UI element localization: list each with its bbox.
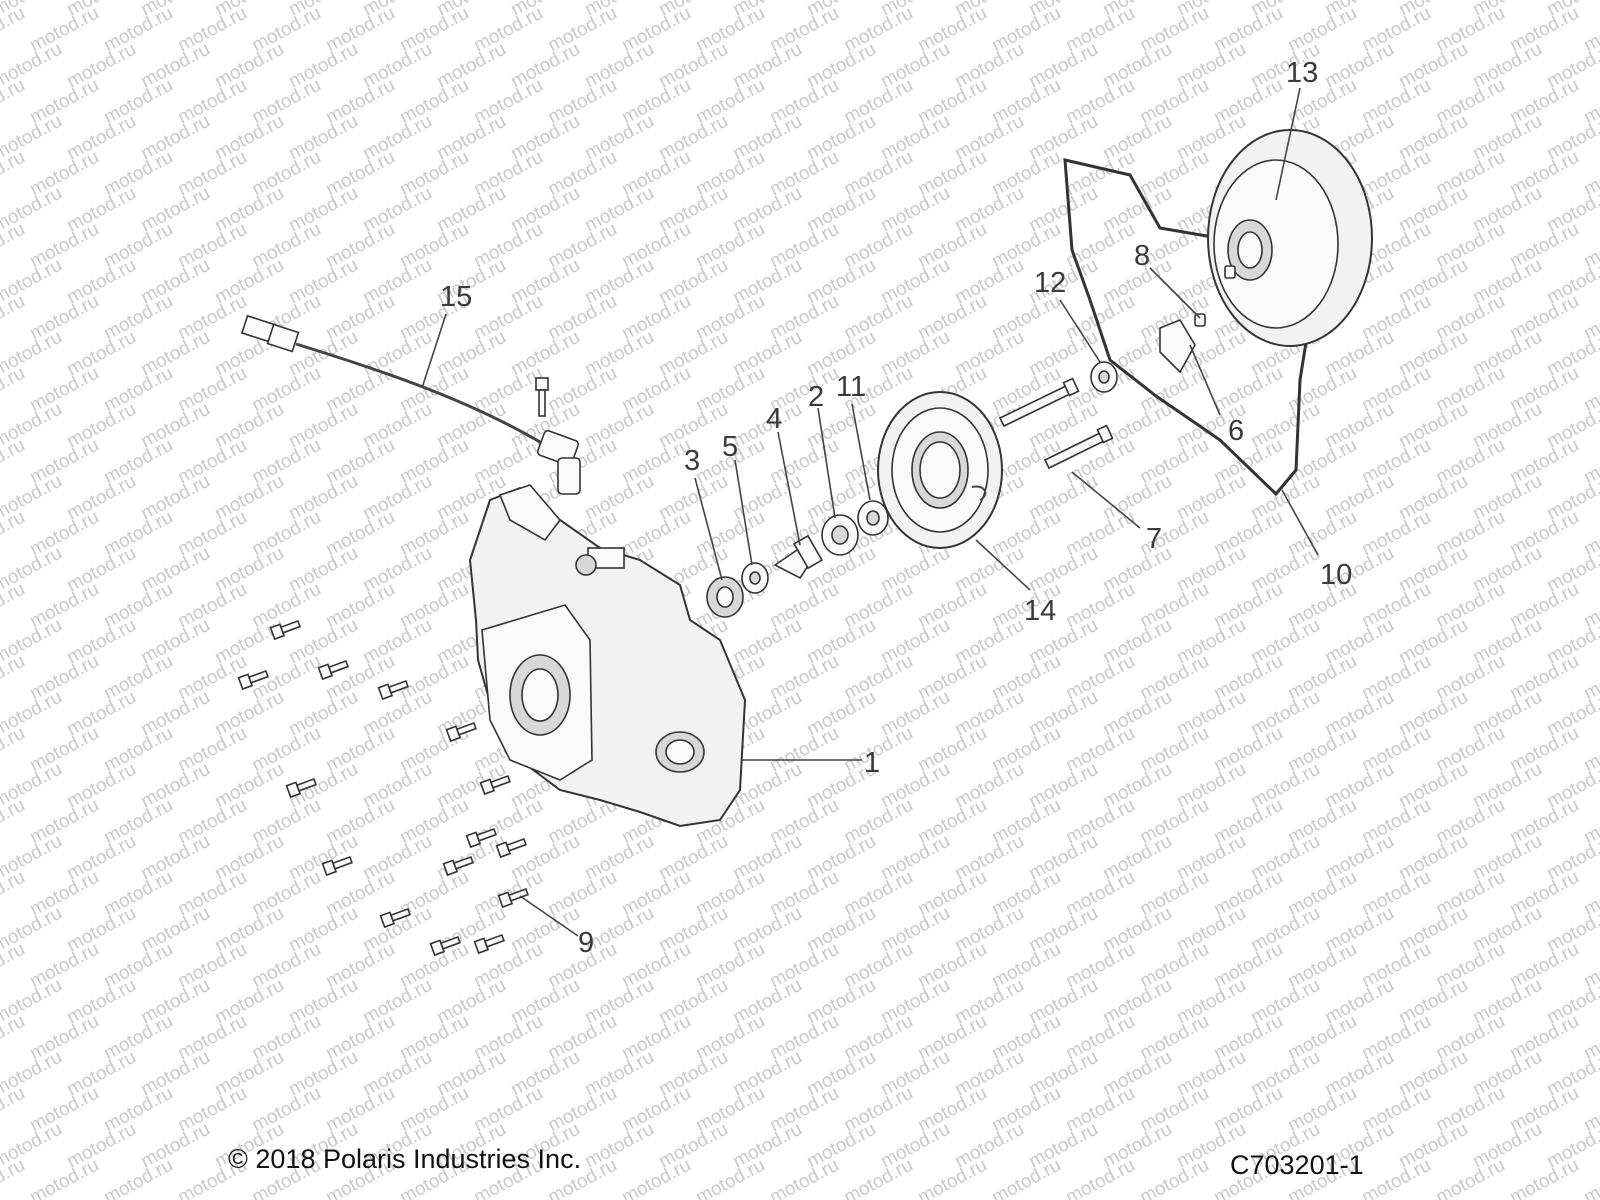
callout-11: 11 <box>836 371 866 403</box>
callout-5: 5 <box>722 431 738 463</box>
part-2-bushing <box>821 514 859 556</box>
drawing-number: C703201-1 <box>1230 1150 1364 1180</box>
leader-8 <box>1149 267 1201 319</box>
callout-15: 15 <box>440 281 472 313</box>
part-1-housing-cover <box>468 484 747 828</box>
leader-9 <box>519 895 579 937</box>
callout-4: 4 <box>766 403 782 435</box>
callout-13: 13 <box>1286 57 1318 89</box>
leader-7 <box>1071 471 1141 529</box>
leader-11 <box>851 403 871 501</box>
leader-14 <box>975 539 1031 591</box>
part-4-shaft <box>773 534 824 580</box>
leader-2 <box>817 407 836 519</box>
part-12-washer <box>1090 361 1118 393</box>
callout-6: 6 <box>1228 415 1244 447</box>
leader-6 <box>1189 344 1221 416</box>
leader-4 <box>777 431 801 546</box>
part-15-sensor-harness <box>240 314 581 495</box>
callout-9: 9 <box>578 927 594 959</box>
callout-10: 10 <box>1320 559 1352 591</box>
part-14-stator <box>877 391 1003 549</box>
part-3-seal <box>706 576 744 618</box>
part-7-bolts <box>998 377 1114 470</box>
part-13-flywheel <box>1207 129 1373 347</box>
copyright-notice: © 2018 Polaris Industries Inc. <box>228 1144 582 1174</box>
leader-5 <box>734 459 753 566</box>
callout-12: 12 <box>1034 267 1066 299</box>
callout-1: 1 <box>864 747 880 779</box>
callout-3: 3 <box>684 445 700 477</box>
leader-3 <box>694 477 723 581</box>
leader-10 <box>1281 489 1319 556</box>
callout-14: 14 <box>1024 595 1056 627</box>
callout-8: 8 <box>1134 240 1150 272</box>
callout-7: 7 <box>1146 523 1162 555</box>
callout-2: 2 <box>808 381 824 413</box>
leader-15 <box>421 313 447 389</box>
part-11-nut <box>857 500 889 536</box>
part-5-washer <box>741 562 769 594</box>
